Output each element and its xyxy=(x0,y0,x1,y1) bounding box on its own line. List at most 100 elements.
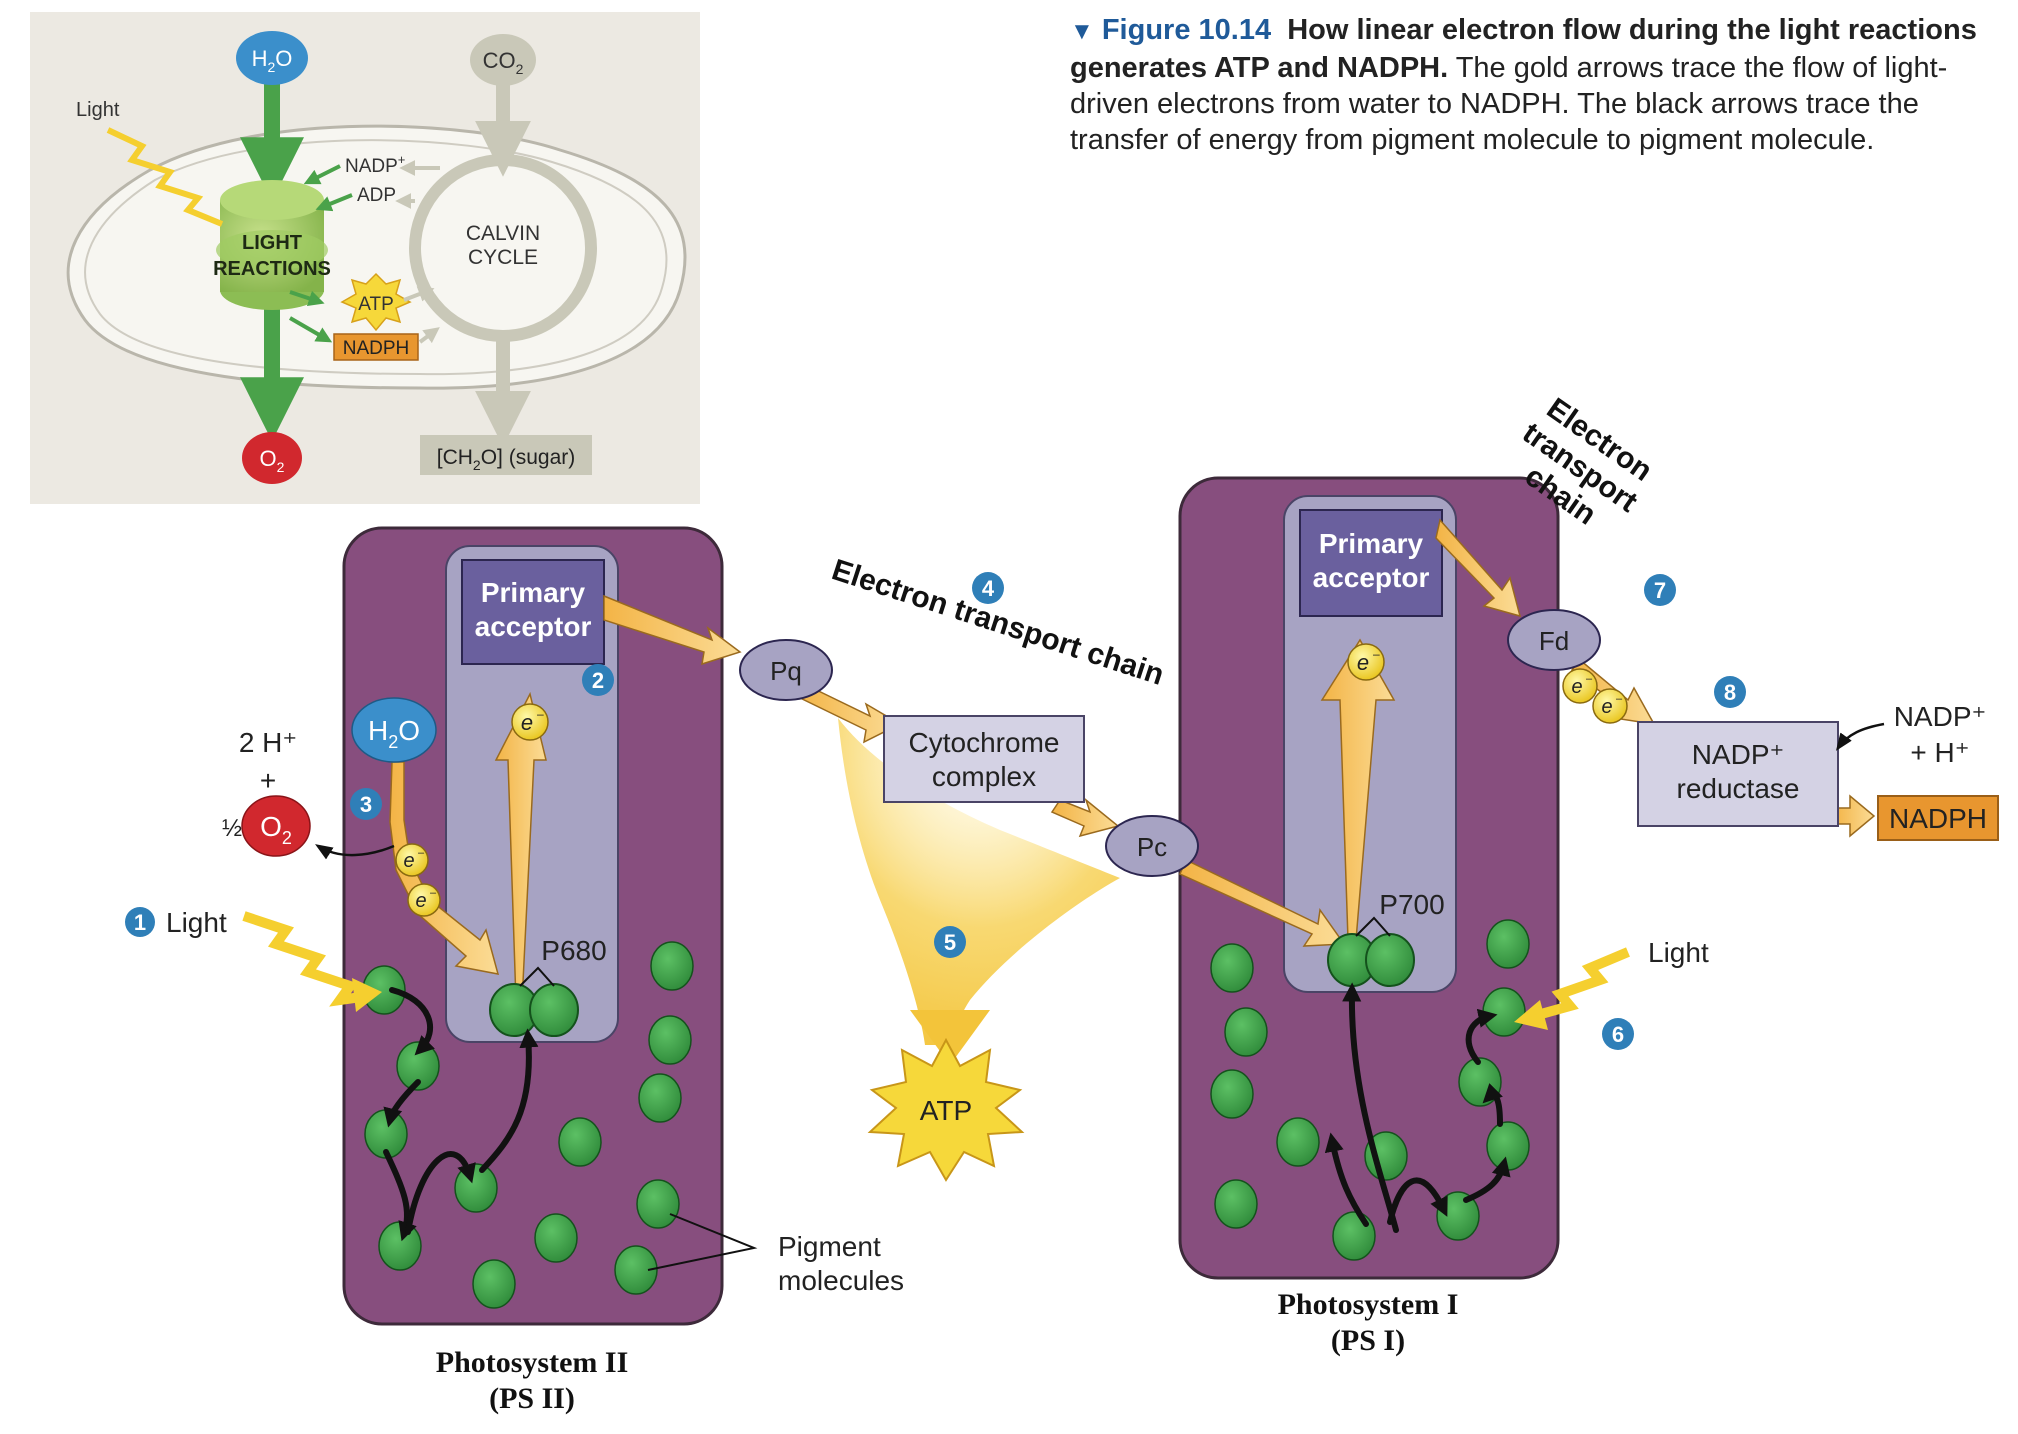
pigment-molecules-label-1: Pigment xyxy=(778,1231,881,1262)
cytochrome-label-1: Cytochrome xyxy=(909,727,1060,758)
step-4-badge xyxy=(972,572,1004,604)
ps-ii-pigments xyxy=(362,941,694,1309)
pigment-pointer xyxy=(647,1213,758,1271)
pc-to-ps-i-arrow xyxy=(1179,858,1346,947)
electron-charge: – xyxy=(418,847,425,859)
two-h-plus-label: 2 H⁺ xyxy=(239,727,297,758)
ps-ii-light-zigzag xyxy=(242,911,369,1007)
co2-bubble xyxy=(470,34,536,86)
pq-label: Pq xyxy=(770,656,802,686)
inset-nadph-box xyxy=(333,333,419,361)
atp-starburst xyxy=(867,1037,1025,1182)
ps-i-light-label: Light xyxy=(1648,937,1709,968)
caption-body: The gold arrows trace the flow of light-… xyxy=(1070,52,1948,156)
step-6-badge xyxy=(1602,1018,1634,1050)
ps-i-to-fd-arrow xyxy=(1435,518,1522,618)
electron-charge: – xyxy=(537,707,544,721)
nadph-box xyxy=(1877,795,1999,841)
ps-i-light-zigzag xyxy=(1532,947,1630,1021)
pc-label: Pc xyxy=(1137,832,1167,862)
light-reactions-label-2: REACTIONS xyxy=(213,258,331,280)
cytochrome-label-2: complex xyxy=(932,761,1036,792)
cytochrome-complex-box xyxy=(883,715,1085,803)
pq-to-cytochrome-arrow xyxy=(795,680,902,744)
inset-light-zigzag xyxy=(106,127,224,227)
ps-ii-to-pq-arrow xyxy=(603,594,742,666)
electron-symbol: e xyxy=(1571,676,1582,698)
step-5-badge xyxy=(934,926,966,958)
calvin-cycle xyxy=(409,82,597,447)
p680-reaction-center xyxy=(489,983,579,1037)
electron-symbol: e xyxy=(415,890,426,912)
cytochrome-to-pc-arrow xyxy=(1050,797,1120,838)
p680-label: P680 xyxy=(541,935,606,966)
step-1-badge xyxy=(125,907,155,937)
electron-water-2: e – xyxy=(407,883,441,917)
ps-i-primary-acceptor-box xyxy=(1299,509,1443,617)
calvin-cycle-label-2: CYCLE xyxy=(468,246,538,269)
nadp-input-label-2: + H⁺ xyxy=(1910,737,1969,768)
electron-charge: – xyxy=(1373,647,1380,661)
pc-carrier xyxy=(1105,815,1199,877)
electron-charge: – xyxy=(1616,693,1623,705)
nadp-input-label-1: NADP⁺ xyxy=(1894,701,1987,732)
electron-tokens: e – e – e – e – e – e – xyxy=(395,643,1628,917)
step-5-number: 5 xyxy=(944,930,956,955)
figure-caption: ▼ Figure 10.14 How linear electron flow … xyxy=(1070,12,2010,158)
electron-fd-1: e – xyxy=(1562,668,1598,704)
electron-charge: – xyxy=(430,887,437,899)
nadp-reductase-label-2: reductase xyxy=(1677,773,1800,804)
h2o-bubble xyxy=(351,697,437,763)
ps-i-primary-acceptor-1: Primary xyxy=(1319,528,1424,559)
inset-h2o-bubble xyxy=(236,31,308,85)
p700-reaction-center xyxy=(1327,933,1415,987)
electron-ps-ii-up: e – xyxy=(511,703,549,741)
fd-label: Fd xyxy=(1539,626,1569,656)
step-6-number: 6 xyxy=(1612,1022,1624,1047)
photosystem-i-label-1: Photosystem I xyxy=(1278,1288,1459,1321)
ps-ii-primary-acceptor-1: Primary xyxy=(481,577,586,608)
step-1-number: 1 xyxy=(134,910,146,935)
step-4-number: 4 xyxy=(982,576,995,601)
fd-carrier xyxy=(1507,609,1601,671)
caption-title: How linear electron flow during the ligh… xyxy=(1070,14,1977,84)
inset-nadp-label: NADP+ xyxy=(345,152,405,177)
energy-transfer-arrows xyxy=(383,982,1511,1242)
electron-symbol: e xyxy=(521,710,533,735)
inset-h2o-label: H2O xyxy=(252,46,293,75)
plus-label: + xyxy=(260,765,276,796)
step-2-badge xyxy=(582,664,614,696)
light-reactions-stack xyxy=(216,180,328,310)
electron-symbol: e xyxy=(1357,650,1369,675)
co2-label: CO2 xyxy=(483,48,524,77)
inset-atp-starburst xyxy=(340,272,412,332)
inset-o2-label: O2 xyxy=(260,446,285,475)
nadp-reductase-label-1: NADP⁺ xyxy=(1692,739,1785,770)
reductase-to-nadph-arrow xyxy=(1833,794,1876,838)
chloroplast-outline xyxy=(66,124,687,390)
ps-ii-light-label: Light xyxy=(166,907,227,938)
light-reactions-label-1: LIGHT xyxy=(242,232,302,254)
atp-label: ATP xyxy=(920,1095,972,1126)
electron-fd-2: e – xyxy=(1592,688,1628,724)
calvin-cycle-label-1: CALVIN xyxy=(466,222,540,245)
nadp-reductase-box xyxy=(1637,721,1839,827)
electron-symbol: e xyxy=(1601,696,1612,718)
atp-glow-arrowhead xyxy=(910,1010,990,1065)
ps-i-primary-acceptor-2: acceptor xyxy=(1313,562,1430,593)
electron-charge: – xyxy=(1586,673,1593,685)
oxygen-release-arrow xyxy=(315,844,395,860)
half-label: ½ xyxy=(222,815,242,842)
pigment-molecules-label-2: molecules xyxy=(778,1265,904,1296)
overview-inset: CALVIN CYCLE CO2 [CH2O] (sugar) H2O LIGH… xyxy=(30,12,700,504)
p700-label: P700 xyxy=(1379,889,1444,920)
step-7-badge xyxy=(1644,574,1676,606)
nadph-label: NADPH xyxy=(1889,803,1987,834)
pq-carrier xyxy=(739,639,833,701)
o2-label: O2 xyxy=(260,811,292,848)
electron-water-1: e – xyxy=(395,843,429,877)
ps-ii-primary-acceptor-2: acceptor xyxy=(475,611,592,642)
electron-symbol: e xyxy=(403,850,414,872)
inset-o2-bubble xyxy=(242,432,302,484)
